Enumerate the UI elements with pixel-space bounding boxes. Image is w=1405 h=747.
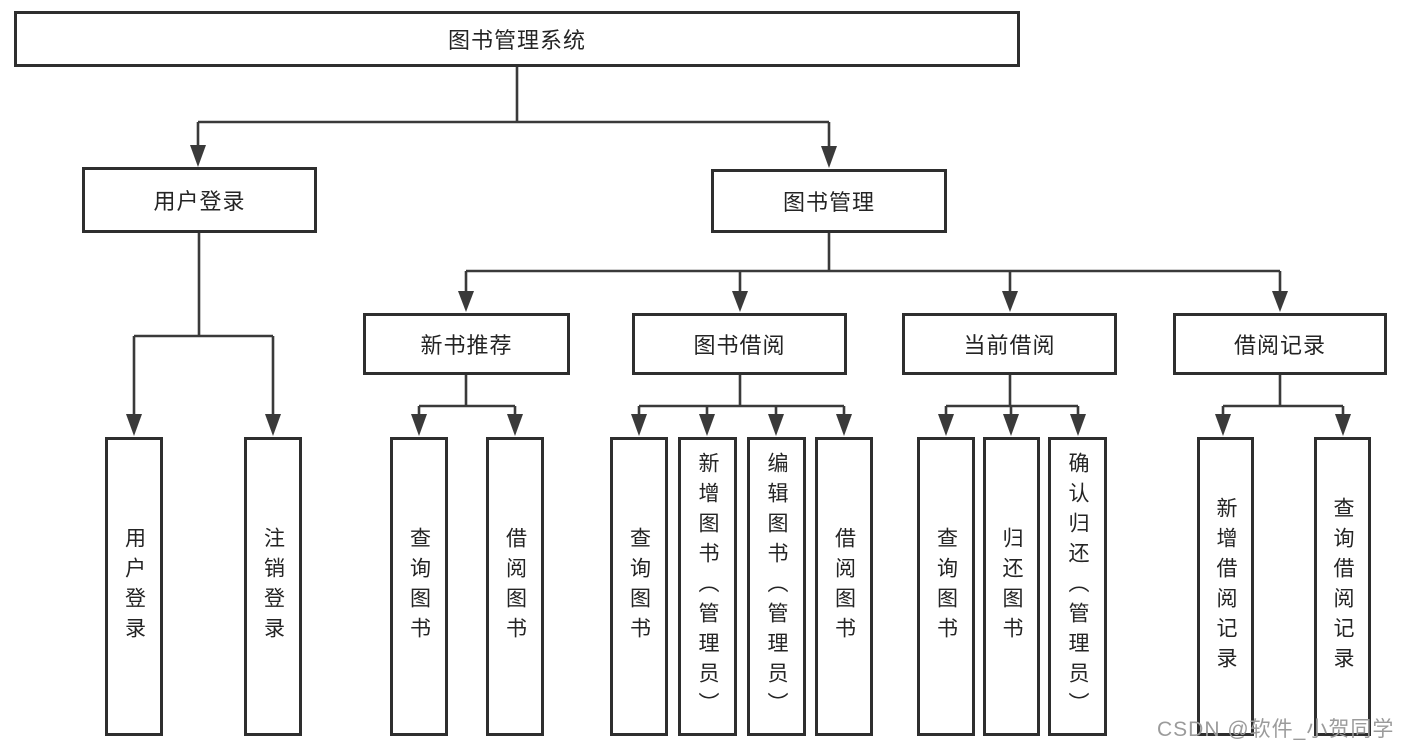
node-current-borrowing: 当前借阅 (902, 313, 1117, 375)
leaf-recommend-borrow-books-label: 借阅图书 (503, 526, 527, 647)
leaf-borrowing-add-books-admin: 新增图书（管理员） (678, 437, 737, 736)
connector-book-borrowing-children (637, 375, 846, 416)
node-book-management: 图书管理 (711, 169, 947, 233)
node-root: 图书管理系统 (14, 11, 1020, 67)
leaf-recommend-query-books: 查询图书 (390, 437, 448, 736)
leaf-recommend-query-books-label: 查询图书 (407, 526, 431, 647)
leaf-current-return-books: 归还图书 (983, 437, 1040, 736)
node-user-login-label: 用户登录 (153, 189, 246, 214)
connector-user-login-children (132, 233, 275, 416)
leaf-recommend-borrow-books: 借阅图书 (486, 437, 544, 736)
connector-borrow-records-children (1221, 375, 1345, 416)
leaf-logout: 注销登录 (244, 437, 302, 736)
node-book-management-label: 图书管理 (782, 190, 875, 215)
node-book-borrowing: 图书借阅 (632, 313, 847, 375)
node-borrow-records-label: 借阅记录 (1233, 333, 1326, 358)
connector-book-management-sections (464, 233, 1282, 294)
leaf-records-add-record: 新增借阅记录 (1197, 437, 1254, 736)
leaf-logout-label: 注销登录 (261, 526, 285, 647)
leaf-current-query-books-label: 查询图书 (934, 526, 958, 647)
leaf-records-add-record-label: 新增借阅记录 (1214, 496, 1237, 677)
leaf-user-login-label: 用户登录 (122, 526, 146, 647)
leaf-borrowing-borrow-books: 借阅图书 (815, 437, 873, 736)
leaf-current-confirm-return-admin-label: 确认归还（管理员） (1066, 451, 1089, 722)
leaf-borrowing-query-books: 查询图书 (610, 437, 668, 736)
leaf-records-query-record: 查询借阅记录 (1314, 437, 1371, 736)
leaf-records-query-record-label: 查询借阅记录 (1331, 496, 1354, 677)
node-book-borrowing-label: 图书借阅 (693, 333, 786, 358)
node-root-label: 图书管理系统 (447, 28, 586, 53)
arrowheads (126, 145, 1351, 436)
leaf-user-login: 用户登录 (105, 437, 163, 736)
node-borrow-records: 借阅记录 (1173, 313, 1387, 375)
connector-new-book-children (417, 375, 517, 416)
leaf-borrowing-edit-books-admin: 编辑图书（管理员） (747, 437, 806, 736)
watermark-text: CSDN @软件_小贺同学 (1157, 718, 1395, 741)
node-user-login: 用户登录 (82, 167, 317, 233)
leaf-current-return-books-label: 归还图书 (1000, 526, 1023, 647)
connector-root-to-branches (196, 67, 831, 148)
node-new-book-recommend-label: 新书推荐 (420, 333, 513, 358)
node-new-book-recommend: 新书推荐 (363, 313, 570, 375)
leaf-borrowing-edit-books-admin-label: 编辑图书（管理员） (765, 451, 788, 722)
leaf-borrowing-borrow-books-label: 借阅图书 (832, 526, 856, 647)
leaf-borrowing-add-books-admin-label: 新增图书（管理员） (696, 451, 719, 722)
leaf-current-query-books: 查询图书 (917, 437, 975, 736)
node-current-borrowing-label: 当前借阅 (963, 333, 1056, 358)
leaf-current-confirm-return-admin: 确认归还（管理员） (1048, 437, 1107, 736)
leaf-borrowing-query-books-label: 查询图书 (627, 526, 651, 647)
connector-current-borrowing-children (944, 375, 1080, 416)
